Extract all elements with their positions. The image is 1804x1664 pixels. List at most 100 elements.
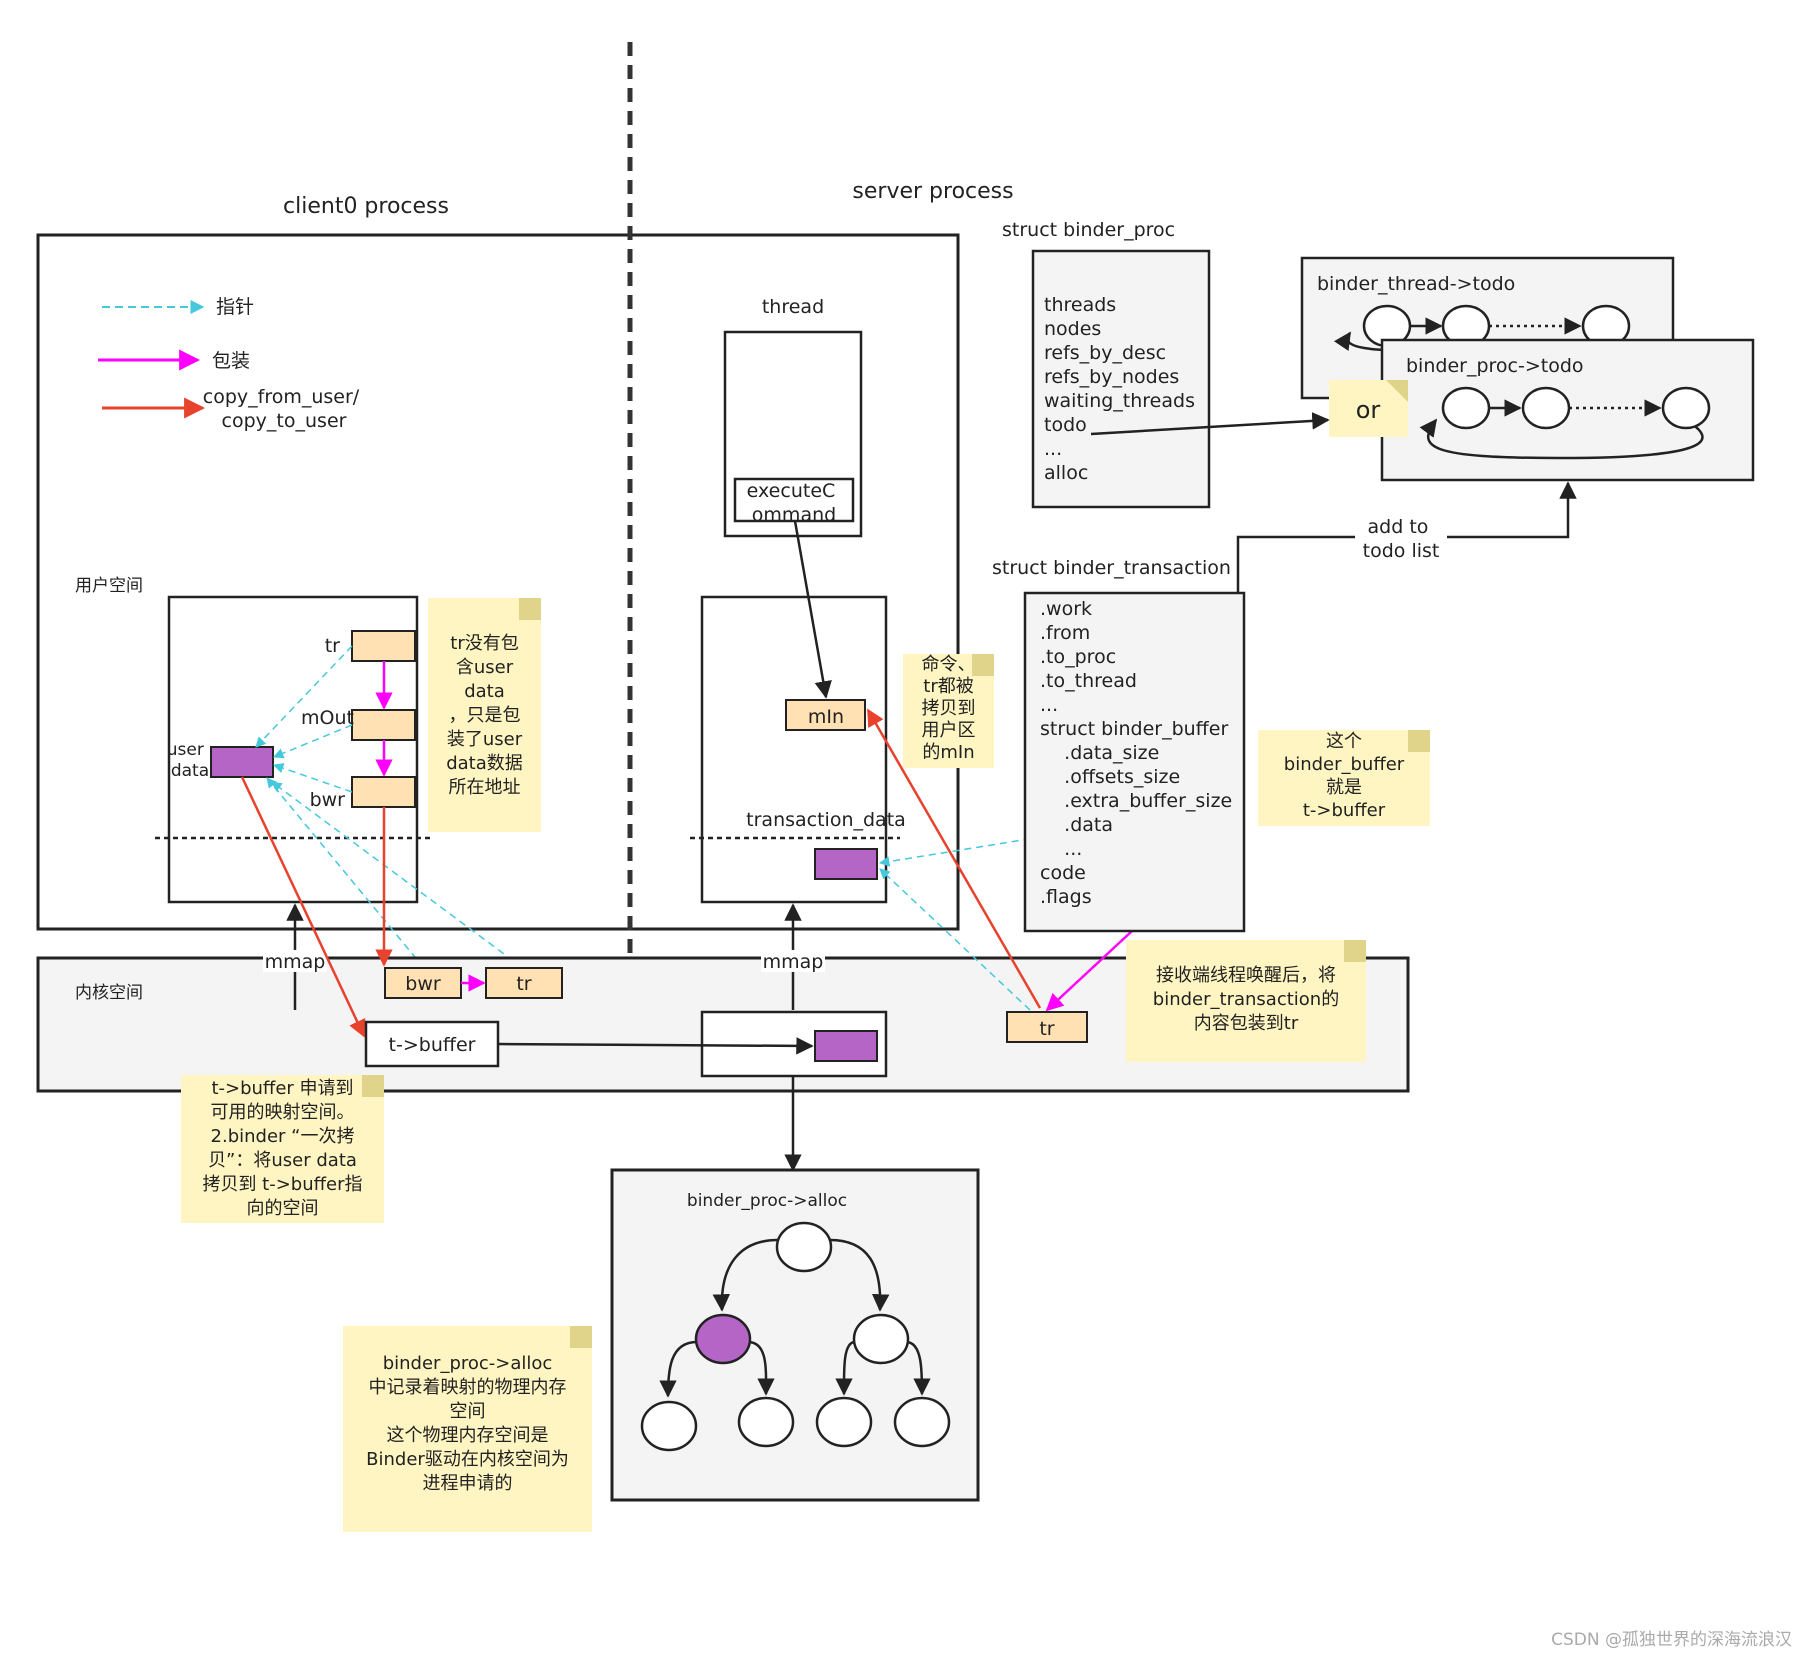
execute-to-min-arrow (793, 520, 832, 699)
kernel-tr-box (485, 967, 563, 999)
binder-proc-field: refs_by_nodes (1044, 366, 1180, 388)
todo-to-or-arrow (1090, 412, 1330, 436)
tree-node-ll (640, 1400, 698, 1452)
binder-transaction-field: .work (1040, 598, 1093, 620)
client-user-data-box (210, 746, 274, 778)
binder-transaction-field: ... (1040, 838, 1083, 860)
binder-proc-field: alloc (1044, 462, 1089, 484)
transaction-data-label: transaction_data (746, 809, 906, 831)
proc-todo-label: binder_proc->todo (1406, 355, 1584, 377)
execute-command-label: executeC ommand (747, 480, 842, 526)
proc-todo-node-1 (1441, 386, 1491, 430)
client-bwr-label: bwr (310, 789, 346, 811)
user-data-line2: data (171, 761, 209, 781)
user-data-line1: user (167, 740, 204, 760)
binder-proc-box (1031, 249, 1211, 509)
kernel-tr-server-box (1006, 1011, 1088, 1043)
legend-pointer-label: 指针 (216, 296, 254, 318)
server-process-title: server process (852, 179, 1013, 204)
alloc-title: binder_proc->alloc (687, 1191, 847, 1211)
note-binder-buffer: 这个 binder_buffer 就是 t->buffer (1258, 730, 1430, 826)
binder-transaction-title: struct binder_transaction (992, 557, 1231, 579)
server-transaction-data-box (814, 848, 878, 880)
server-min-box (785, 699, 866, 731)
binder-proc-field: refs_by_desc (1044, 342, 1167, 364)
t-buffer-box (364, 1020, 500, 1068)
client-tr-box (351, 630, 416, 662)
watermark: CSDN @孤独世界的深海流浪汉 (1551, 1630, 1792, 1650)
tree-edge-left-lr (747, 1340, 775, 1396)
tree-edge-right-rl (835, 1340, 856, 1396)
legend-wrap-label: 包装 (212, 350, 250, 372)
binder-transaction-field: .to_thread (1040, 670, 1137, 692)
binder-proc-field: ... (1044, 438, 1063, 460)
tree-edge-right-rr (905, 1340, 931, 1396)
client-tr-label: tr (325, 635, 340, 657)
client-user-data-label: user data (167, 740, 210, 781)
binder-proc-field: waiting_threads (1044, 390, 1195, 412)
binder-transaction-box (1023, 591, 1246, 933)
add-to-line2: todo list (1363, 540, 1440, 562)
client-bwr-box (351, 776, 416, 808)
tree-node-root (775, 1221, 833, 1273)
pointer-tr-to-txdata (879, 868, 1031, 1011)
mmap-left-label: mmap (265, 951, 326, 973)
thread-todo-label: binder_thread->todo (1317, 273, 1515, 295)
copy-arrow-tr-to-min (866, 708, 1042, 1009)
or-note-fold (1386, 380, 1408, 402)
binder-transaction-field: ... (1040, 694, 1059, 716)
user-space-label: 用户空间 (75, 576, 143, 596)
proc-todo-node-2 (1521, 386, 1571, 430)
kernel-bwr-box (384, 967, 462, 999)
kernel-tr-server-label: tr (1039, 1018, 1054, 1040)
binder-transaction-fields: .work.from.to_proc.to_thread... struct bi… (1040, 597, 1232, 909)
pointer-data-to-txdata (878, 832, 1067, 867)
wrap-arrow-transaction-tr (1045, 930, 1133, 1012)
binder-proc-title: struct binder_proc (1002, 219, 1175, 241)
binder-proc-field: threads (1044, 294, 1117, 316)
kernel-tr-label: tr (516, 973, 531, 995)
tbuffer-to-map-arrow (497, 1037, 814, 1055)
binder-transaction-field: code (1040, 862, 1086, 884)
legend-copy-line1: copy_from_user/ (203, 386, 360, 408)
legend-copy-line2: copy_to_user (222, 410, 347, 432)
execute-line2: ommand (752, 504, 836, 526)
tree-edge-left-ll (659, 1340, 698, 1398)
tree-edge-root-left (712, 1238, 779, 1312)
tree-node-rl (815, 1396, 873, 1448)
execute-command-box (733, 477, 855, 523)
binder-transaction-field: .extra_buffer_size (1040, 790, 1233, 812)
note-receiver-wake: 接收端线程唤醒后，将 binder_transaction的 内容包装到tr (1126, 940, 1366, 1062)
note-min-copy: 命令、 tr都被 拷贝到 用户区 的mIn (903, 654, 994, 768)
pointer-bwr-userdata (273, 763, 353, 793)
note-alloc: binder_proc->alloc 中记录着映射的物理内存 空间 这个物理内存… (343, 1326, 592, 1532)
binder-transaction-field: .flags (1040, 886, 1092, 908)
binder-transaction-field: struct binder_buffer (1040, 718, 1229, 740)
mmap-right-label: mmap (763, 951, 824, 973)
process-frame (36, 233, 960, 931)
proc-todo-node-3 (1661, 386, 1711, 430)
binder-transaction-field: .to_proc (1040, 646, 1117, 668)
mmap-left-bg (263, 950, 327, 972)
tree-node-lr (737, 1396, 795, 1448)
tree-node-right (852, 1313, 910, 1365)
binder-transaction-field: .from (1040, 622, 1091, 644)
mmap-right-bg (761, 950, 825, 972)
proc-todo-list (1419, 386, 1711, 460)
proc-todo-loop (1419, 416, 1704, 460)
note-tr-wrap: tr没有包 含user data ，只是包 装了user data数据 所在地址 (428, 598, 541, 832)
client-mout-label: mOut (301, 707, 354, 729)
thread-label: thread (762, 296, 824, 318)
or-label: or (1356, 396, 1381, 424)
legend-copy-label: copy_from_user/ copy_to_user (203, 386, 365, 432)
copy-arrow-userdata-to-tbuffer (240, 776, 366, 1038)
add-to-todo-bg (1355, 514, 1447, 562)
note-t-buffer: t->buffer 申请到 可用的映射空间。 2.binder “一次拷 贝”：… (181, 1075, 384, 1223)
pointer-mout-userdata (273, 724, 353, 759)
client-process-title: client0 process (283, 194, 449, 219)
execute-line1: executeC (747, 480, 836, 502)
binder-transaction-field: .data_size (1040, 742, 1160, 764)
pointer-ktr-userdata (271, 781, 524, 969)
